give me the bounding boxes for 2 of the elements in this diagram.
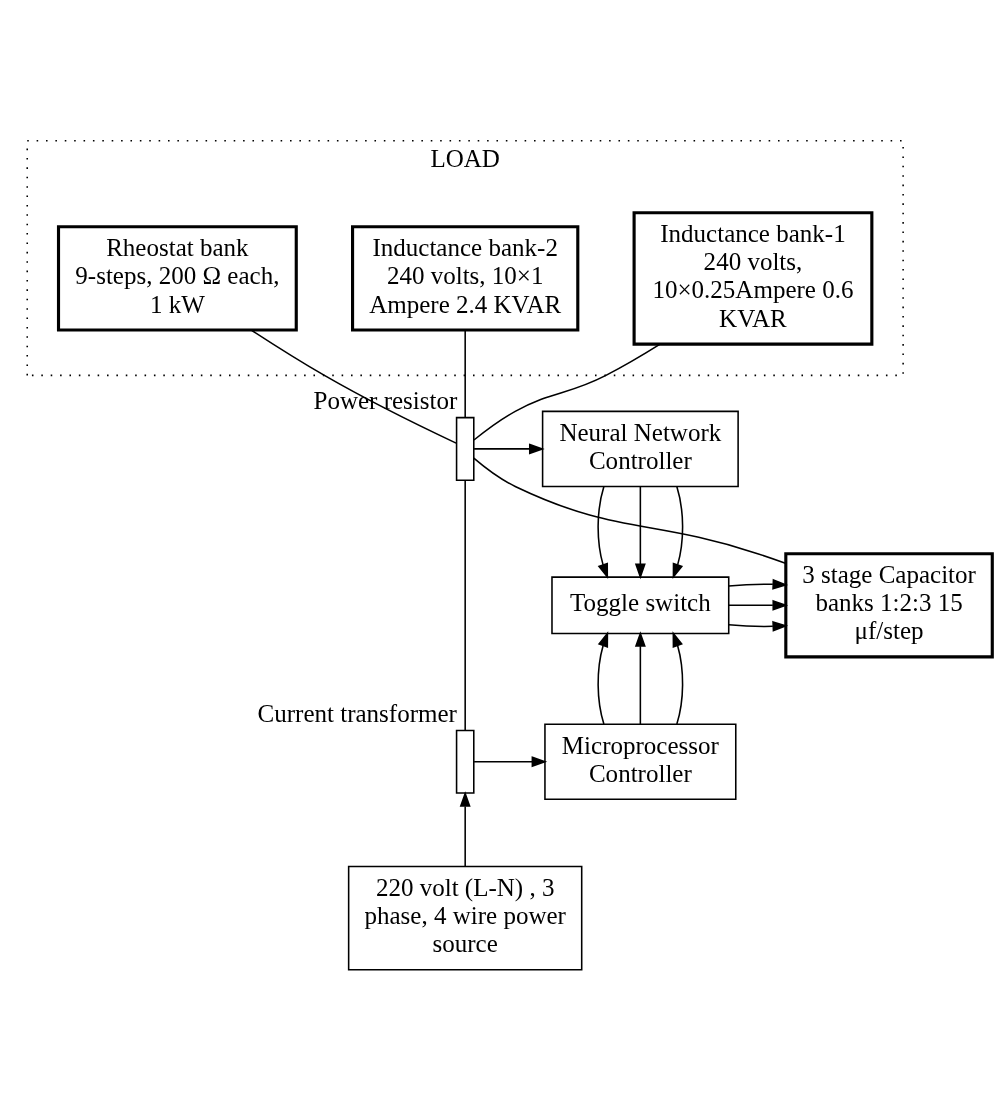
node-label: Power resistor — [313, 386, 458, 414]
node-label: Current transformer — [257, 699, 457, 727]
